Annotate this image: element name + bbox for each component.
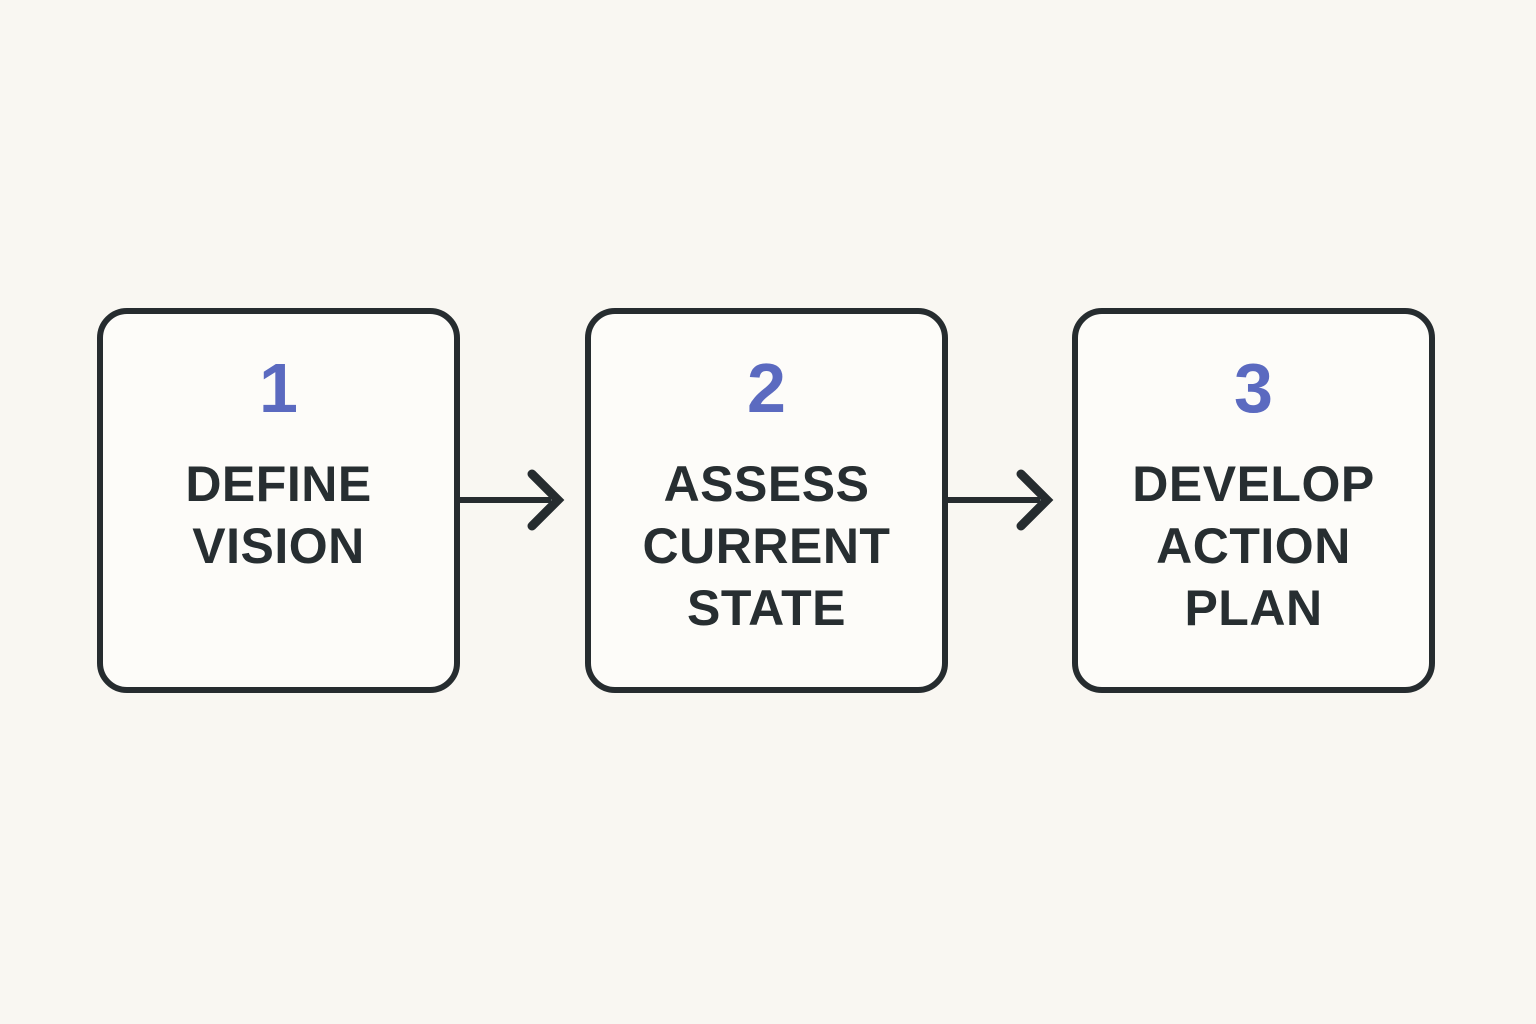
step-label-line: ASSESS: [663, 456, 870, 512]
step-label-line: ACTION: [1156, 518, 1351, 574]
step-label-line: DEVELOP: [1132, 456, 1375, 512]
step-box-develop-action-plan: 3 DEVELOP ACTION PLAN: [1072, 308, 1435, 693]
step-label: DEFINE VISION: [185, 453, 371, 577]
step-label-line: DEFINE: [185, 456, 372, 512]
step-number: 1: [259, 349, 298, 427]
step-number: 3: [1234, 349, 1273, 427]
step-label-line: CURRENT: [642, 518, 891, 574]
step-number: 2: [747, 349, 786, 427]
step-box-define-vision: 1 DEFINE VISION: [97, 308, 460, 693]
step-label: ASSESS CURRENT STATE: [643, 453, 891, 639]
step-label-line: STATE: [687, 580, 846, 636]
step-box-assess-current-state: 2 ASSESS CURRENT STATE: [585, 308, 948, 693]
step-label-line: PLAN: [1184, 580, 1323, 636]
step-label-line: VISION: [192, 518, 365, 574]
step-label: DEVELOP ACTION PLAN: [1132, 453, 1374, 639]
arrow-right-icon: [457, 469, 565, 531]
arrow-right-icon: [946, 469, 1054, 531]
